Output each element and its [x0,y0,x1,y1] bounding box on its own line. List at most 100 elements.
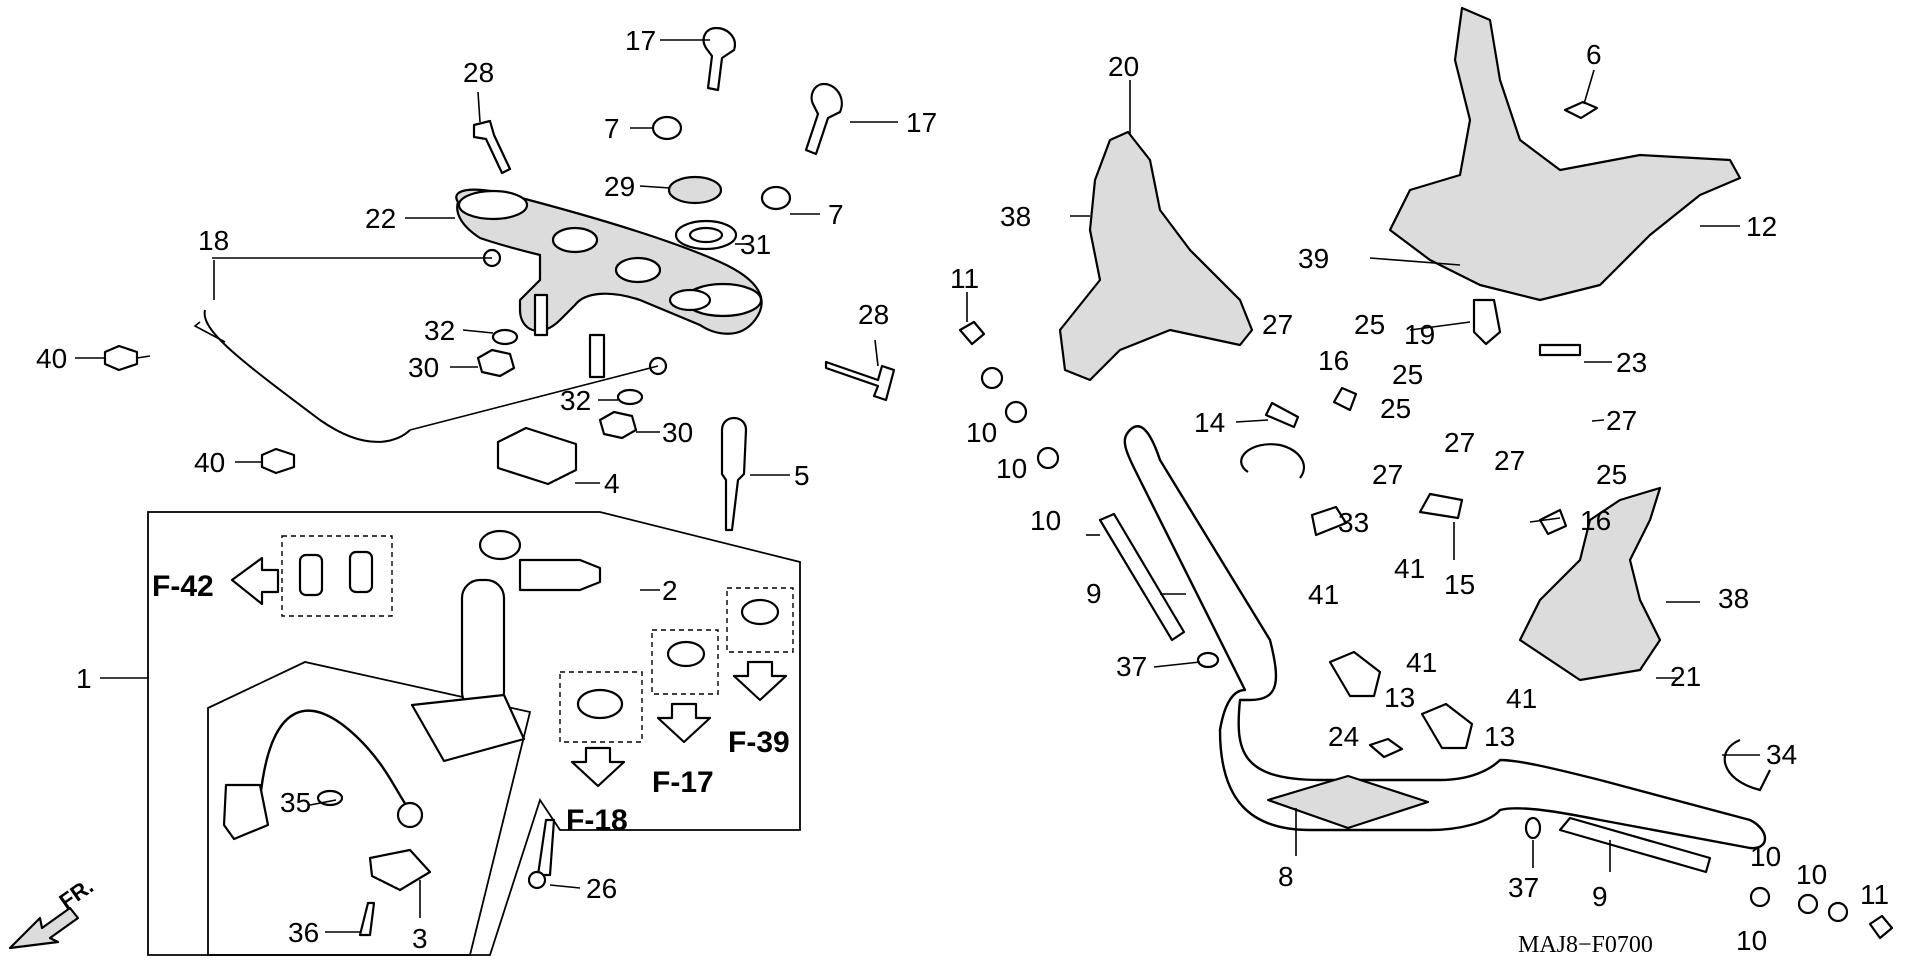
callout-27: 27 [1372,459,1403,490]
bracket-23 [1538,343,1582,357]
callout-labels: 17 28 7 17 29 7 22 31 18 32 30 28 40 32 … [36,25,1889,956]
callout-23: 23 [1616,347,1647,378]
callout-41: 41 [1308,579,1339,610]
callout-25: 25 [1392,359,1423,390]
bridge-hole-center3 [668,288,712,312]
callout-9: 9 [1592,881,1608,912]
callout-26: 26 [586,873,617,904]
callout-40: 40 [36,343,67,374]
arrow-f18 [570,746,626,788]
bolt-40b [260,447,296,475]
grommet [396,801,424,829]
arrow-f17 [656,702,712,744]
wire-18 [203,309,411,443]
callout-11: 11 [1860,879,1889,910]
clip-11b [1868,914,1894,940]
option-box-f42 [281,535,393,617]
callout-17: 17 [906,107,937,138]
reference-f42: F-42 [152,570,214,603]
screw-26 [536,818,556,877]
cover-20 [1058,130,1254,382]
callout-31: 31 [740,229,771,260]
bolt-17b [804,82,843,156]
collar-7b [760,185,792,211]
callout-11: 11 [950,263,979,294]
callout-2: 2 [662,575,678,606]
front-arrow-icon [8,906,80,950]
diagram-code: MAJ8−F0700 [1518,932,1653,958]
wire-18-end [193,321,226,343]
callout-41: 41 [1406,647,1437,678]
clip-6 [1563,100,1599,120]
bolt-28a [472,119,512,175]
grommet-10a [980,366,1004,390]
grommet-10d [1749,886,1771,908]
washer-32a [491,328,519,346]
clamp-4 [496,426,578,486]
weight-9b [1558,816,1712,874]
nut-30a [476,348,516,378]
callout-30: 30 [662,417,693,448]
band-33 [1240,443,1305,479]
callout-16: 16 [1318,345,1349,376]
holder-13a [1328,650,1382,698]
callout-18: 18 [198,225,229,256]
callout-35: 35 [280,787,311,818]
connector [222,783,270,841]
holder-plate [1266,774,1430,830]
callout-22: 22 [365,203,396,234]
callout-1: 1 [76,663,92,694]
front-label: FR. [55,873,98,914]
callout-34: 34 [1766,739,1797,770]
band-34 [1723,738,1771,792]
callout-15: 15 [1444,569,1475,600]
grommet-10e [1797,893,1819,915]
callout-19: 19 [1404,319,1435,350]
grommet-10f [1827,901,1849,923]
callout-38: 38 [1718,583,1749,614]
callout-27: 27 [1444,427,1475,458]
bridge-hole-center2 [614,256,662,284]
callout-37: 37 [1508,872,1539,903]
key-blade [518,558,602,592]
callout-10: 10 [1750,841,1781,872]
nut-30b [598,410,638,440]
bracket-14 [1264,401,1300,429]
callout-40: 40 [194,447,225,478]
bridge-stem2 [533,293,549,337]
callout-24: 24 [1328,721,1359,752]
washer-37b [1524,816,1542,840]
callout-10: 10 [966,417,997,448]
callout-6: 6 [1586,39,1602,70]
callout-25: 25 [1380,393,1411,424]
callout-17: 17 [625,25,656,56]
reference-f39: F-39 [728,726,790,759]
callout-7: 7 [828,199,844,230]
option-box-f17 [651,629,719,695]
callout-25: 25 [1596,459,1627,490]
clip-24 [1368,737,1404,759]
kit-box-2 [207,661,532,956]
washer-37a [1196,651,1220,669]
callout-28: 28 [858,299,889,330]
callout-38: 38 [1000,201,1031,232]
callout-12: 12 [1746,211,1777,242]
handlebar-8 [1123,425,1767,850]
reference-f18: F-18 [566,804,628,837]
callout-25: 25 [1354,309,1385,340]
callout-32: 32 [560,385,591,416]
switch-body-3 [368,848,432,892]
callout-37: 37 [1116,651,1147,682]
leader-lines-right [966,69,1760,872]
callout-7: 7 [604,113,620,144]
callout-13: 13 [1484,721,1515,752]
callout-27: 27 [1606,405,1637,436]
key-5 [720,416,748,532]
callout-41: 41 [1506,683,1537,714]
callout-4: 4 [604,468,620,499]
grommet-10c [1036,446,1060,470]
nut-29 [667,175,723,205]
bracket-15b [1418,492,1464,520]
